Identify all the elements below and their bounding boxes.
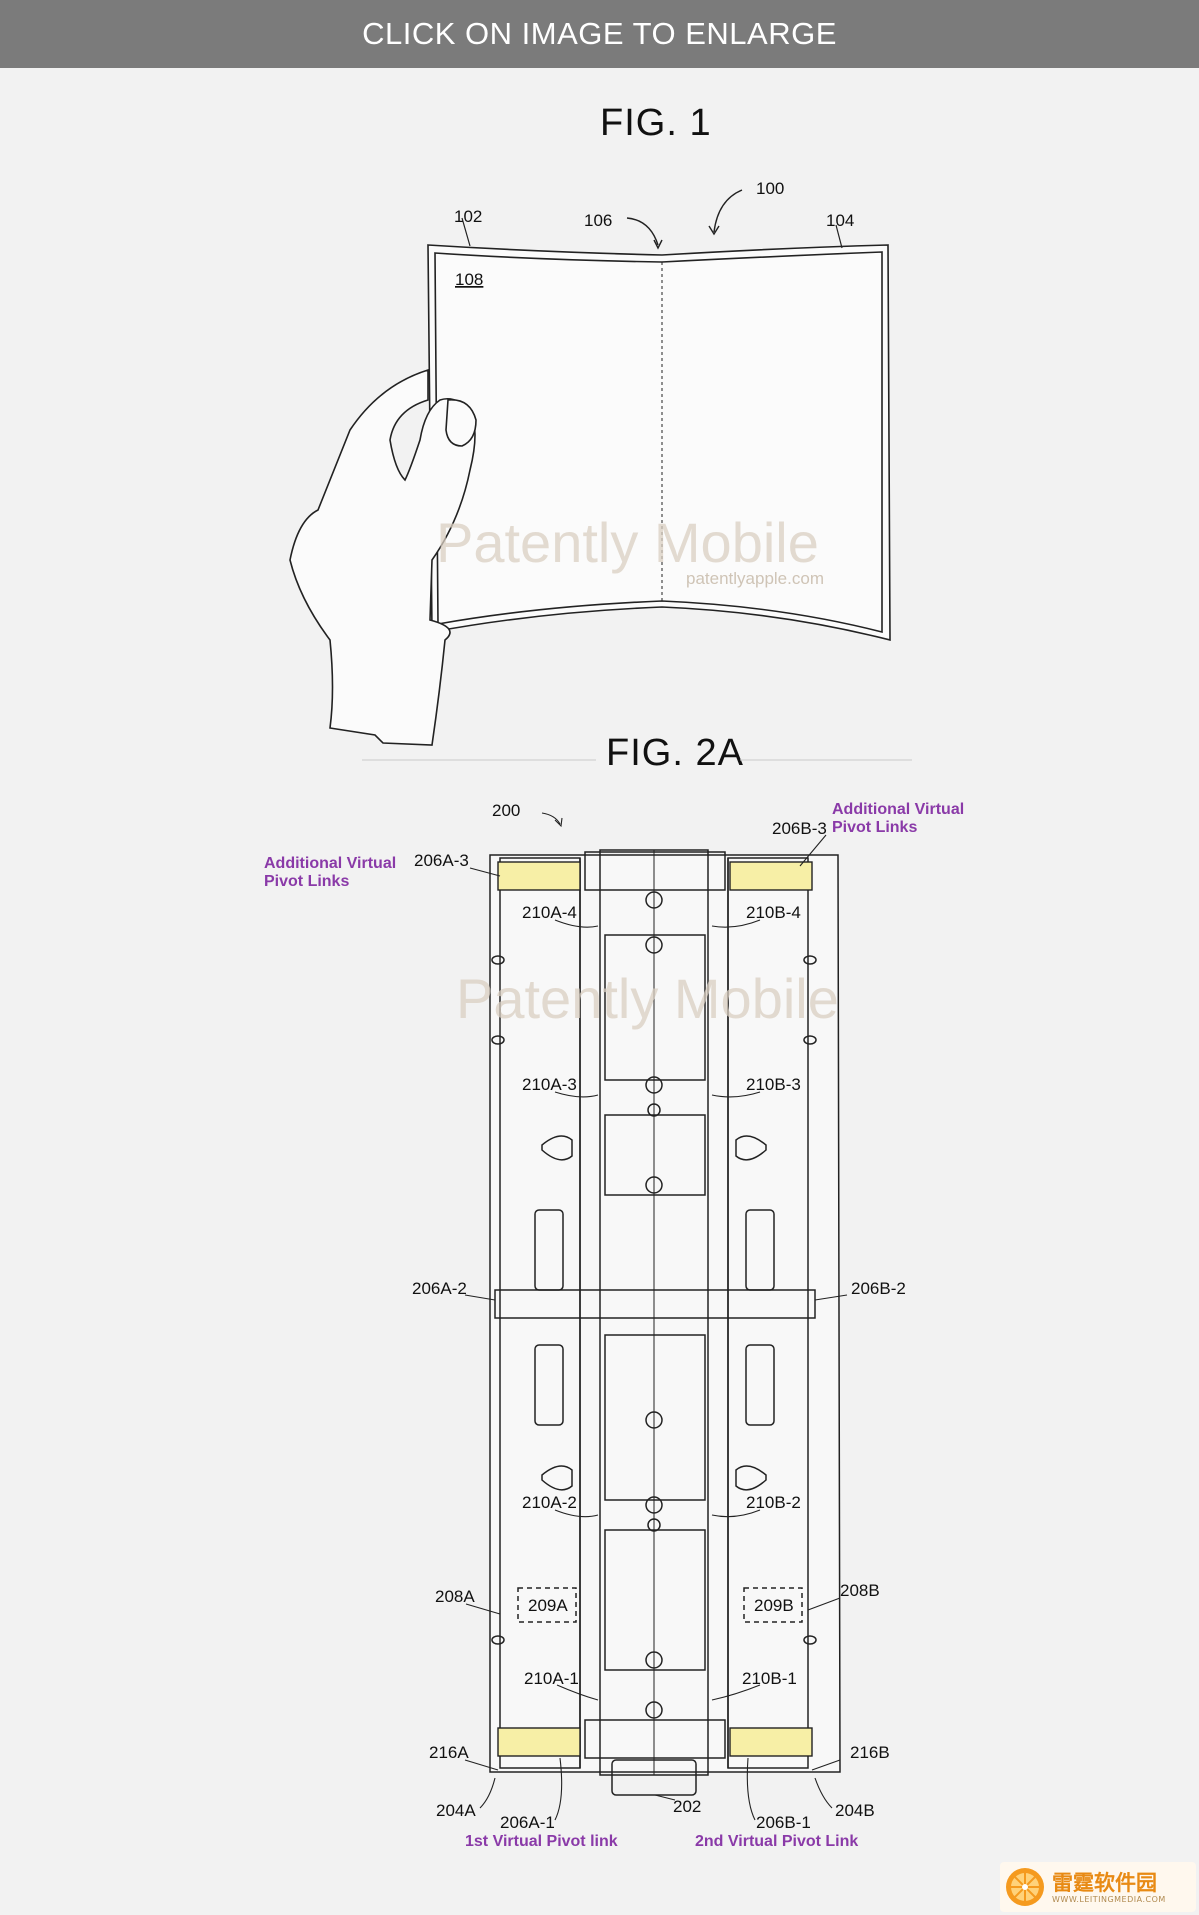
label-216b: 216B [850, 1743, 890, 1762]
enlarge-banner[interactable]: CLICK ON IMAGE TO ENLARGE [0, 0, 1199, 68]
hand-outline [289, 368, 476, 746]
callout-bottom-left: 1st Virtual Pivot link [465, 1833, 618, 1850]
label-206a-3: 206A-3 [414, 851, 469, 870]
box-209a [517, 1587, 577, 1623]
fig2a-hinge [489, 849, 841, 1796]
label-206b-2: 206B-2 [851, 1279, 906, 1298]
label-108: 108 [455, 270, 483, 289]
label-210a-3: 210A-3 [522, 1075, 577, 1094]
callout-left-top-line2: Pivot Links [264, 873, 349, 890]
label-202: 202 [673, 1797, 701, 1816]
logo-text: 雷霆软件园 [1052, 1870, 1157, 1895]
fig1-drawing [289, 189, 891, 746]
highlight-206b-1 [729, 1727, 813, 1757]
highlight-206a-3 [497, 861, 581, 891]
label-208b: 208B [840, 1581, 880, 1600]
thumb [445, 399, 477, 447]
highlight-206b-3 [729, 861, 813, 891]
label-210a-1: 210A-1 [524, 1669, 579, 1688]
label-210a-2: 210A-2 [522, 1493, 577, 1512]
callout-bottom-right: 2nd Virtual Pivot Link [695, 1833, 858, 1850]
callout-left-top-line1: Additional Virtual [264, 855, 396, 872]
arrow-106 [626, 217, 659, 246]
label-210b-2: 210B-2 [746, 1493, 801, 1512]
label-209b: 209B [754, 1596, 794, 1615]
label-210b-1: 210B-1 [742, 1669, 797, 1688]
label-204a: 204A [436, 1801, 476, 1820]
fig1-watermark: Patently Mobile [436, 511, 819, 574]
callout-right-top-line1: Additional Virtual [832, 801, 964, 818]
hinge-body [489, 854, 841, 1773]
logo-url: WWW.LEITINGMEDIA.COM [1052, 1894, 1166, 1904]
label-206b-3: 206B-3 [772, 819, 827, 838]
label-208a: 208A [435, 1587, 475, 1606]
label-209a: 209A [528, 1596, 568, 1615]
label-102: 102 [454, 207, 482, 226]
label-106: 106 [584, 211, 612, 230]
fig2a-title: FIG. 2A [606, 732, 744, 774]
label-104: 104 [826, 211, 854, 230]
label-100: 100 [756, 179, 784, 198]
label-206b-1: 206B-1 [756, 1813, 811, 1832]
label-200: 200 [492, 801, 520, 820]
device-inner-edge [434, 251, 883, 634]
orange-slice-icon [1006, 1868, 1044, 1906]
label-216a: 216A [429, 1743, 469, 1762]
box-209b [743, 1587, 803, 1623]
mid-link-plate [494, 1289, 816, 1319]
label-210b-3: 210B-3 [746, 1075, 801, 1094]
device-outline [427, 244, 891, 642]
site-logo[interactable]: 雷霆软件园 WWW.LEITINGMEDIA.COM [1000, 1862, 1196, 1912]
label-206a-2: 206A-2 [412, 1279, 467, 1298]
label-210b-4: 210B-4 [746, 903, 801, 922]
label-204b: 204B [835, 1801, 875, 1820]
fig2a-leaders [464, 812, 848, 1821]
top-link-plate [584, 851, 726, 891]
bottom-link-plate [584, 1719, 726, 1759]
label-206a-1: 206A-1 [500, 1813, 555, 1832]
label-210a-4: 210A-4 [522, 903, 577, 922]
highlight-206a-1 [497, 1727, 581, 1757]
bottom-tab-202 [611, 1759, 697, 1796]
fig1-watermark-url: patentlyapple.com [686, 569, 824, 588]
callout-right-top-line2: Pivot Links [832, 819, 917, 836]
fig2a-watermark: Patently Mobile [456, 967, 839, 1030]
virtual-pivot-highlights [497, 861, 813, 1757]
fig1-title: FIG. 1 [600, 102, 712, 144]
arrow-100 [713, 189, 743, 233]
